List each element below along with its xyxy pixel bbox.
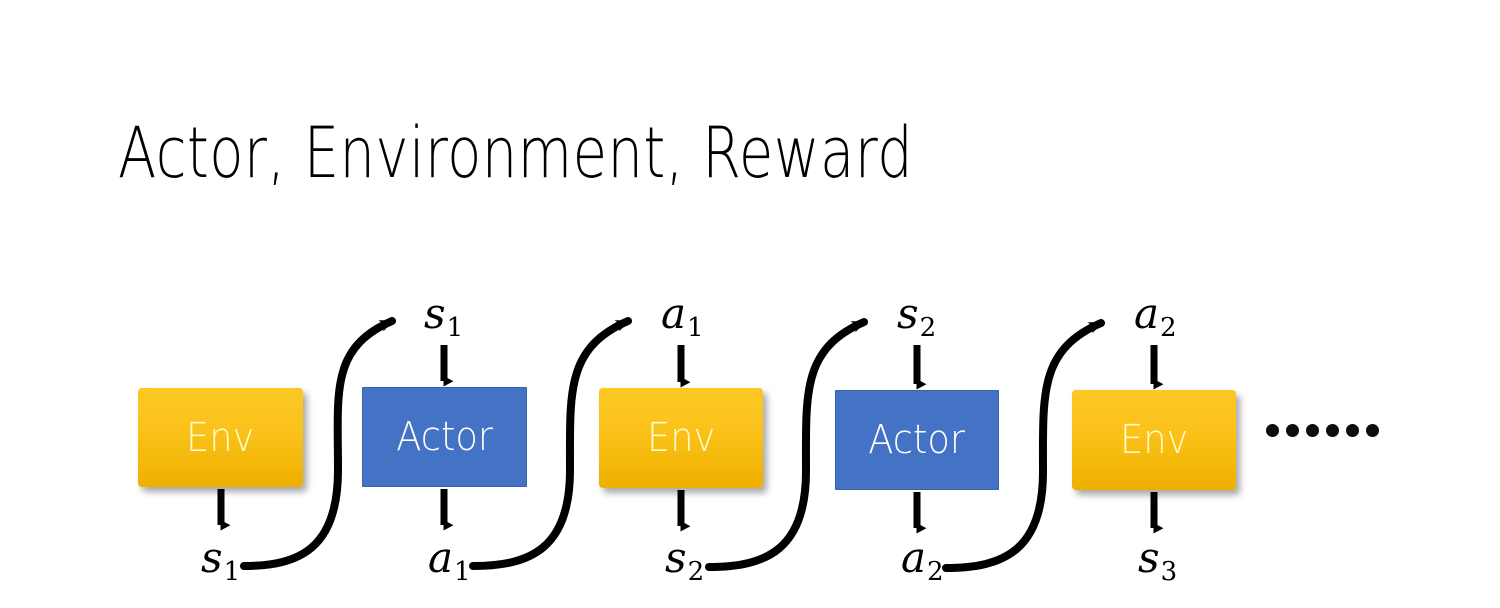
ellipsis-dot bbox=[1326, 424, 1339, 437]
label-symbol: a bbox=[901, 533, 927, 582]
label-subscript: 2 bbox=[919, 312, 937, 343]
node-label: Actor bbox=[396, 414, 493, 460]
page-title: Actor, Environment, Reward bbox=[118, 112, 914, 194]
ellipsis-dot bbox=[1346, 424, 1359, 437]
label-symbol: a bbox=[428, 533, 454, 582]
node-env-1[interactable]: Env bbox=[138, 388, 303, 487]
label-bottom-s2: s2 bbox=[665, 537, 704, 585]
node-env-3[interactable]: Env bbox=[1072, 390, 1236, 490]
label-bottom-a2: a2 bbox=[901, 537, 944, 585]
label-subscript: 1 bbox=[454, 556, 471, 587]
ellipsis-dot bbox=[1306, 424, 1319, 437]
label-symbol: a bbox=[661, 289, 687, 338]
node-label: Actor bbox=[868, 417, 966, 463]
label-subscript: 1 bbox=[223, 556, 241, 587]
label-symbol: s bbox=[665, 533, 687, 582]
label-symbol: s bbox=[897, 289, 919, 338]
ellipsis-dot bbox=[1286, 424, 1299, 437]
node-label: Env bbox=[186, 414, 255, 461]
label-symbol: s bbox=[201, 533, 223, 582]
label-subscript: 2 bbox=[687, 556, 705, 587]
label-subscript: 2 bbox=[1160, 312, 1177, 343]
label-bottom-s3: s3 bbox=[1138, 537, 1177, 585]
node-env-2[interactable]: Env bbox=[599, 388, 763, 488]
label-subscript: 1 bbox=[446, 312, 464, 343]
node-label: Env bbox=[646, 415, 716, 461]
label-subscript: 2 bbox=[927, 556, 944, 587]
node-label: Env bbox=[1119, 417, 1189, 463]
label-top-a1: a1 bbox=[661, 293, 704, 341]
label-top-s1: s1 bbox=[424, 293, 463, 341]
label-symbol: s bbox=[424, 289, 446, 338]
label-top-s2: s2 bbox=[897, 293, 936, 341]
continuation-ellipsis bbox=[1266, 424, 1379, 437]
label-symbol: a bbox=[1134, 289, 1160, 338]
label-symbol: s bbox=[1138, 533, 1160, 582]
node-actor-1[interactable]: Actor bbox=[362, 387, 527, 487]
label-bottom-a1: a1 bbox=[428, 537, 471, 585]
label-top-a2: a2 bbox=[1134, 293, 1177, 341]
ellipsis-dot bbox=[1366, 424, 1379, 437]
label-subscript: 3 bbox=[1160, 556, 1178, 587]
label-bottom-s1: s1 bbox=[201, 537, 240, 585]
label-subscript: 1 bbox=[687, 312, 704, 343]
ellipsis-dot bbox=[1266, 424, 1279, 437]
node-actor-2[interactable]: Actor bbox=[835, 390, 999, 490]
